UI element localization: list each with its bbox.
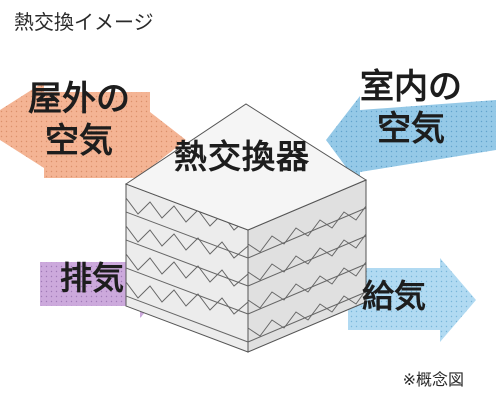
heat-exchanger-core (124, 103, 368, 353)
inside-air-arrow (326, 96, 496, 186)
heat-exchanger-label: 熱交換器 (174, 137, 310, 176)
inside-air-label-line1: 室内の (360, 67, 462, 107)
diagram-title: 熱交換イメージ (14, 10, 154, 34)
exhaust-label: 排気 (60, 259, 125, 297)
inside-air-label-line2: 空気 (377, 109, 445, 149)
supply-label: 給気 (362, 277, 427, 315)
outside-air-label-line2: 空気 (45, 121, 113, 161)
outside-air-label-line1: 屋外の (28, 79, 130, 119)
supply-arrow (348, 258, 476, 342)
inside-air-label: 室内の 空気 (360, 66, 462, 150)
concept-note: ※概念図 (402, 370, 464, 389)
outside-air-arrow (0, 82, 186, 178)
outside-air-label: 屋外の 空気 (28, 78, 130, 162)
